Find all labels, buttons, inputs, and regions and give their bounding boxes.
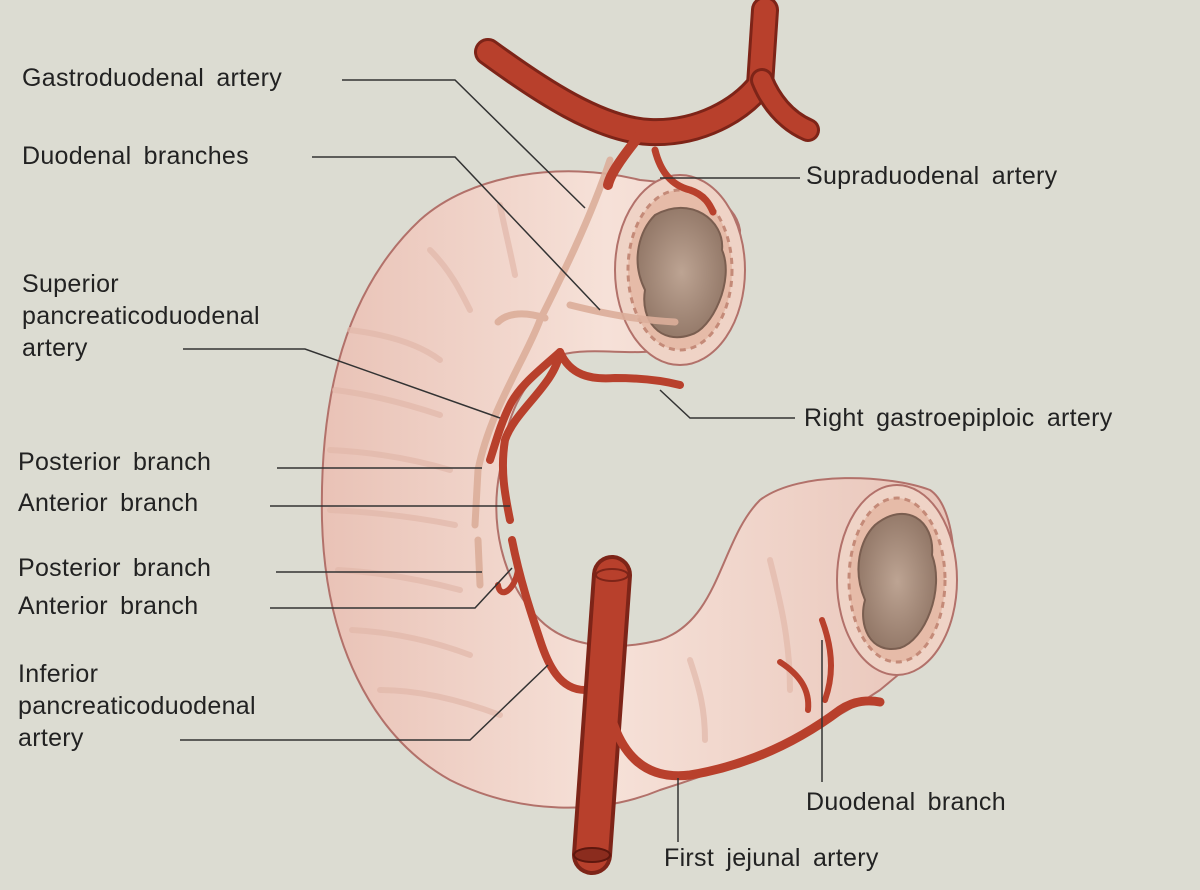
label-gastroduodenal-artery: Gastroduodenal artery — [22, 64, 283, 92]
label-superior-pd-line-1: Superior — [22, 270, 119, 298]
leader-lines — [180, 79, 823, 842]
posterior-arteries — [471, 156, 679, 589]
duodenal-folds — [327, 202, 793, 743]
label-posterior-branch-lower: Posterior branch — [18, 554, 212, 582]
label-superior-pancreaticoduodenal-artery: Superior pancreaticoduodenal artery — [22, 268, 260, 364]
label-right-gastroepiploic-artery: Right gastroepiploic artery — [804, 404, 1113, 432]
label-anterior-branch-lower: Anterior branch — [18, 592, 199, 620]
label-posterior-branch-upper: Posterior branch — [18, 448, 212, 476]
label-duodenal-branches: Duodenal branches — [22, 142, 249, 170]
lower-cross-section — [836, 484, 958, 676]
label-inferior-pd-line-3: artery — [18, 724, 84, 752]
label-inferior-pancreaticoduodenal-artery: Inferior pancreaticoduodenal artery — [18, 658, 256, 754]
label-inferior-pd-line-2: pancreaticoduodenal — [18, 692, 256, 720]
label-superior-pd-line-2: pancreaticoduodenal — [22, 302, 260, 330]
label-first-jejunal-artery: First jejunal artery — [664, 844, 879, 872]
arteries — [474, 0, 885, 875]
label-superior-pd-line-3: artery — [22, 334, 88, 362]
upper-cross-section — [614, 174, 746, 366]
label-duodenal-branch: Duodenal branch — [806, 788, 1006, 816]
duodenum — [320, 170, 955, 809]
label-anterior-branch-upper: Anterior branch — [18, 489, 199, 517]
label-supraduodenal-artery: Supraduodenal artery — [806, 162, 1058, 190]
label-inferior-pd-line-1: Inferior — [18, 660, 99, 688]
